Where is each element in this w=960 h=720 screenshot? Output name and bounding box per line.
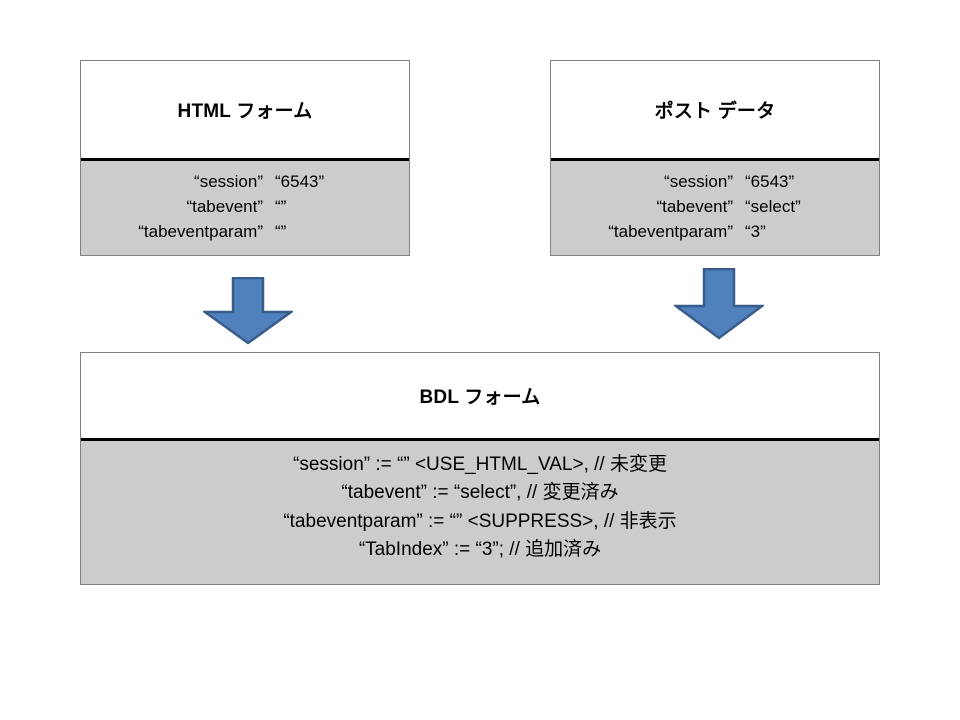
param-name: “tabevent”	[186, 196, 263, 216]
param-value: “6543”	[275, 172, 325, 191]
table-row: “tabevent” “”	[81, 195, 409, 220]
param-value: “3”	[745, 221, 766, 241]
html-form-title: HTML フォーム	[177, 101, 313, 122]
statement-line: “TabIndex” := “3”; // 追加済み	[358, 538, 602, 560]
post-data-box: ポスト データ “session” “6543” “tabevent” “sel…	[550, 60, 880, 256]
down-arrow-icon	[672, 267, 766, 340]
param-name: “tabeventparam”	[138, 221, 263, 241]
param-name: “session”	[194, 172, 263, 191]
bdl-form-box: BDL フォーム “session” := “” <USE_HTML_VAL>,…	[80, 352, 880, 585]
param-value: “”	[275, 196, 287, 216]
statement-line: “tabevent” := “select”, // 変更済み	[341, 482, 619, 504]
bdl-form-header: BDL フォーム	[81, 353, 879, 441]
param-value: “6543”	[745, 172, 795, 191]
html-form-box: HTML フォーム “session” “6543” “tabevent” “”…	[80, 60, 410, 256]
statement-line: “tabeventparam” := “” <SUPPRESS>, // 非表示	[283, 510, 677, 532]
bdl-form-body: “session” := “” <USE_HTML_VAL>, // 未変更 “…	[81, 441, 879, 584]
post-data-body: “session” “6543” “tabevent” “select” “ta…	[551, 161, 879, 255]
param-name: “session”	[664, 172, 733, 191]
statement-line: “session” := “” <USE_HTML_VAL>, // 未変更	[293, 454, 667, 475]
param-name: “tabevent”	[656, 196, 733, 216]
post-data-header: ポスト データ	[551, 61, 879, 161]
param-value: “”	[275, 221, 287, 241]
down-arrow-icon	[201, 276, 295, 345]
param-value: “select”	[745, 196, 801, 216]
table-row: “session” “6543”	[551, 170, 879, 195]
table-row: “tabeventparam” “3”	[551, 220, 879, 245]
post-data-title: ポスト データ	[654, 101, 776, 122]
param-name: “tabeventparam”	[608, 221, 733, 241]
html-form-header: HTML フォーム	[81, 61, 409, 161]
table-row: “tabevent” “select”	[551, 195, 879, 220]
html-form-body: “session” “6543” “tabevent” “” “tabevent…	[81, 161, 409, 255]
table-row: “tabeventparam” “”	[81, 220, 409, 245]
table-row: “session” “6543”	[81, 170, 409, 195]
bdl-form-title: BDL フォーム	[419, 387, 541, 408]
